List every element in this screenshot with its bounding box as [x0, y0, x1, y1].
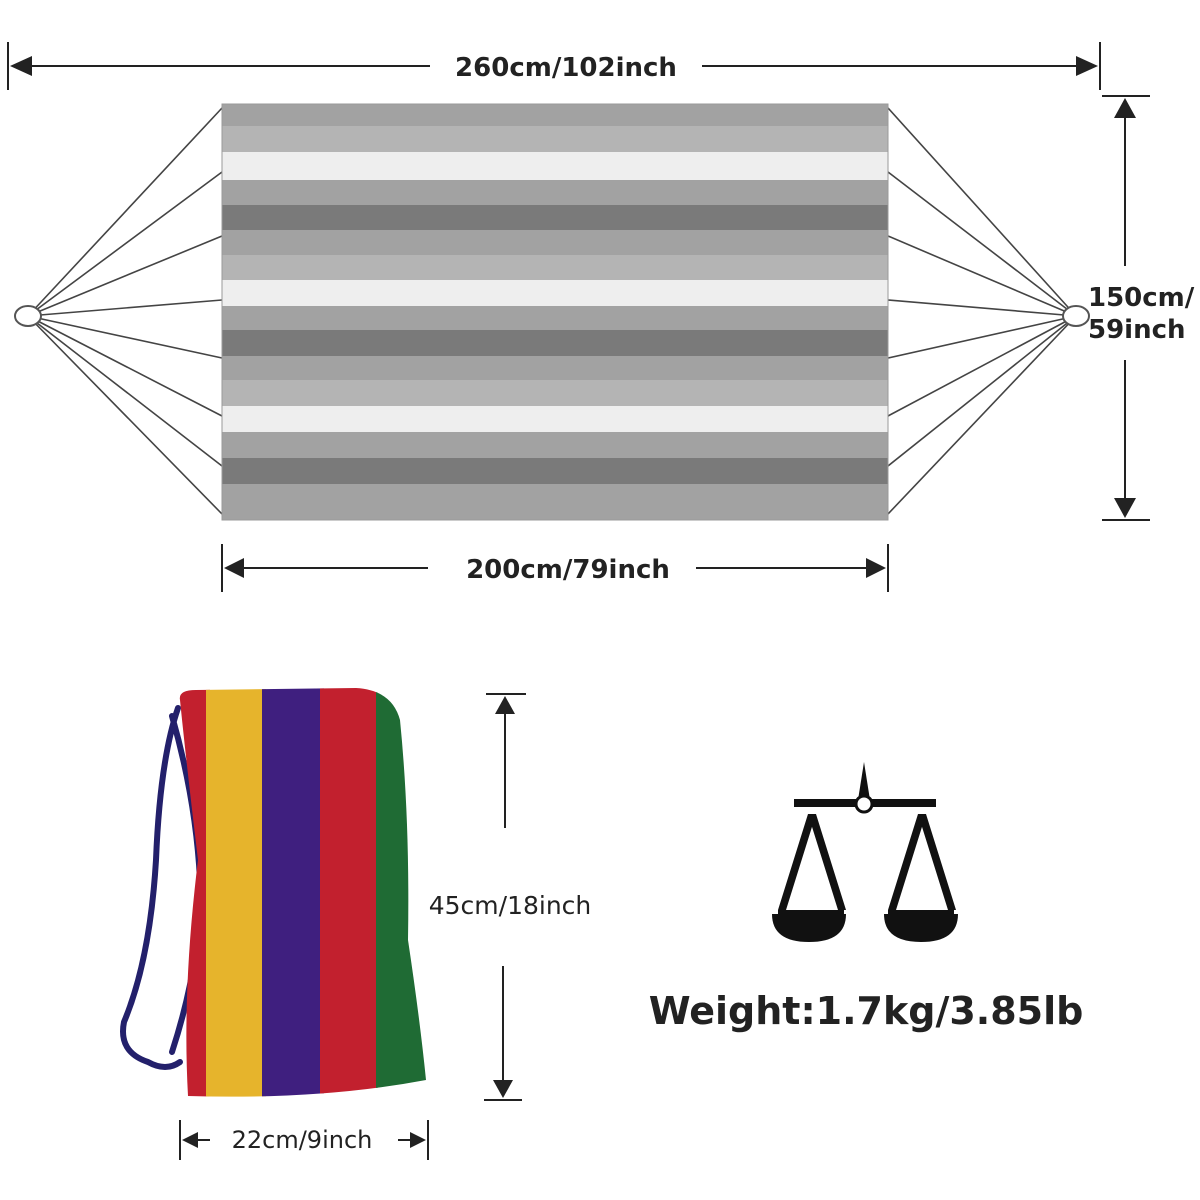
hammock-stripe	[222, 180, 888, 205]
hammock-bed	[221, 103, 889, 521]
hammock-stripe	[222, 230, 888, 255]
dimension-width	[1102, 95, 1150, 521]
hammock-stripe	[222, 406, 888, 432]
total-length-label: 260cm/102inch	[455, 53, 677, 83]
hammock-stripe	[222, 126, 888, 152]
hammock-stripe	[222, 380, 888, 406]
hammock-stripe	[222, 280, 888, 306]
width-label-line2: 59inch	[1088, 315, 1186, 345]
bag-width-label: 22cm/9inch	[232, 1126, 373, 1154]
hammock-stripe	[222, 484, 888, 520]
hammock-stripe	[222, 330, 888, 356]
balance-scale-icon	[772, 762, 958, 942]
hammock-stripe	[222, 458, 888, 484]
bed-length-label: 200cm/79inch	[466, 555, 670, 585]
hanging-ring-left	[14, 305, 42, 327]
hammock-stripe	[222, 255, 888, 280]
hammock-stripe	[222, 104, 888, 126]
hammock-ropes-left	[27, 107, 223, 515]
hammock-stripe	[222, 306, 888, 330]
hanging-ring-right	[1062, 305, 1090, 327]
hammock-ropes-right	[887, 107, 1077, 515]
dimension-bag-height	[484, 693, 526, 1101]
width-label-line1: 150cm/	[1088, 283, 1195, 313]
bag-stripe-green	[376, 688, 426, 1097]
hammock-stripe	[222, 205, 888, 230]
hammock-bed-outline	[221, 103, 889, 521]
weight-label: Weight:1.7kg/3.85lb	[649, 989, 1084, 1033]
bag-stripe-yellow	[206, 688, 266, 1097]
dimension-total-length	[7, 42, 1101, 90]
bag-stripe-purple	[262, 688, 324, 1097]
dimension-bag-width	[179, 1120, 429, 1160]
carry-bag	[179, 688, 426, 1097]
hammock-stripe	[222, 356, 888, 380]
hammock-stripe	[222, 152, 888, 180]
bag-stripe-red-right	[320, 688, 378, 1097]
hammock-stripe	[222, 432, 888, 458]
dimension-bed-length	[221, 544, 889, 592]
bag-height-label: 45cm/18inch	[429, 891, 592, 920]
